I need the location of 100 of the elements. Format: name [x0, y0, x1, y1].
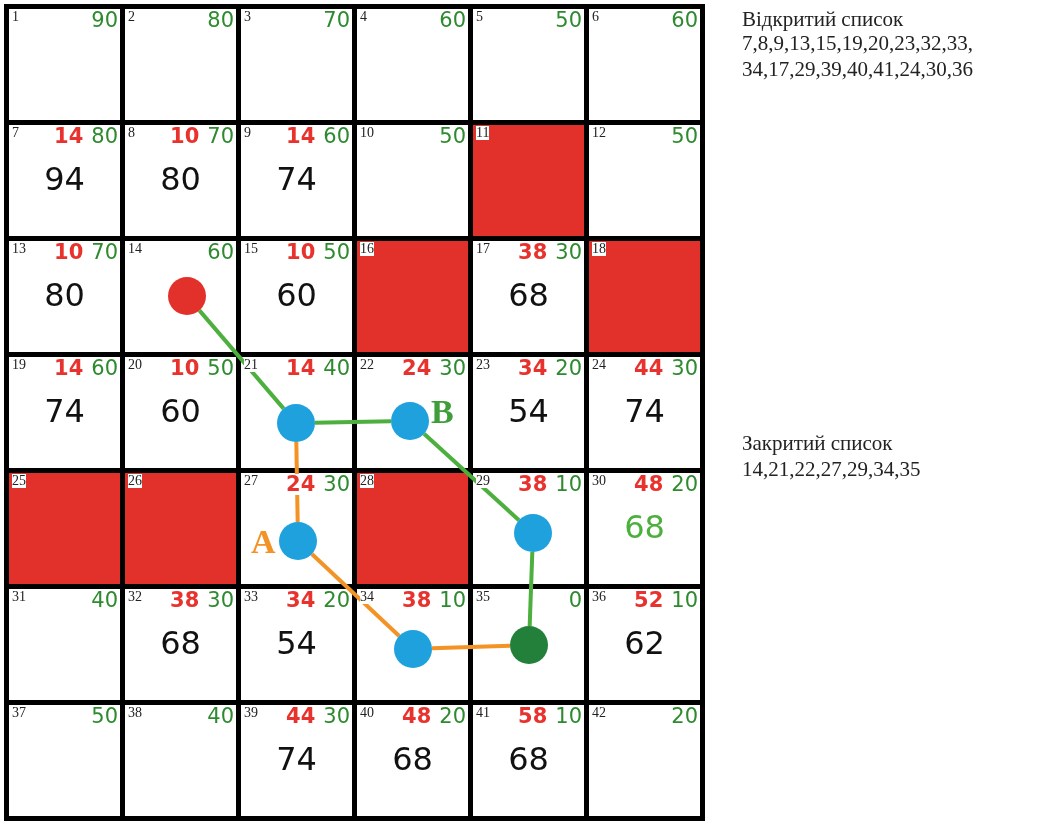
h-cost: 70: [323, 10, 350, 31]
path-segment: [527, 551, 535, 627]
h-cost: 10: [555, 706, 582, 727]
cell-number: 31: [12, 590, 26, 604]
f-cost: 68: [507, 743, 550, 775]
grid-cell: [125, 241, 236, 352]
cell-number: 36: [592, 590, 606, 604]
h-cost: 60: [91, 358, 118, 379]
cell-number: 33: [244, 590, 258, 604]
f-cost: 74: [275, 163, 318, 195]
cell-number: 5: [476, 10, 483, 24]
grid-cell: [9, 125, 120, 236]
cell-number: 27: [244, 474, 258, 488]
cell-number: 28: [360, 474, 374, 488]
f-cost: 74: [275, 743, 318, 775]
cell-number: 40: [360, 706, 374, 720]
h-cost: 60: [323, 126, 350, 147]
cell-number: 13: [12, 242, 26, 256]
grid-cell: [589, 589, 700, 700]
grid-cell: [241, 9, 352, 120]
f-cost: 54: [507, 395, 550, 427]
cell-number: 22: [360, 358, 374, 372]
cell-number: 41: [476, 706, 490, 720]
h-cost: 10: [555, 474, 582, 495]
grid-cell: [9, 357, 120, 468]
f-cost: 68: [507, 279, 550, 311]
f-cost: 94: [43, 163, 86, 195]
list-items: 7,8,9,13,15,19,20,23,32,33, 34,17,29,39,40,41,24,30,36: [742, 31, 974, 82]
h-cost: 60: [207, 242, 234, 263]
path-segment: [422, 432, 521, 522]
cell-number: 11: [476, 126, 490, 140]
grid-cell: [589, 125, 700, 236]
grid-cell: [241, 589, 352, 700]
h-cost: 40: [207, 706, 234, 727]
h-cost: 30: [671, 358, 698, 379]
cell-number: 42: [592, 706, 606, 720]
grid-cell: [241, 473, 352, 584]
cell-number: 32: [128, 590, 142, 604]
h-cost: 90: [91, 10, 118, 31]
cell-number: 39: [244, 706, 258, 720]
blocked-cell: [357, 241, 468, 352]
cell-number: 14: [128, 242, 142, 256]
cell-number: 24: [592, 358, 606, 372]
h-cost: 50: [439, 126, 466, 147]
cell-number: 38: [128, 706, 142, 720]
path-label: A: [251, 525, 276, 559]
f-cost: 60: [159, 395, 202, 427]
grid-cell: [357, 125, 468, 236]
grid-cell: [241, 125, 352, 236]
cell-number: 6: [592, 10, 599, 24]
cell-number: 15: [244, 242, 258, 256]
grid-cell: [241, 357, 352, 468]
grid-cell: [473, 241, 584, 352]
f-cost: 68: [159, 627, 202, 659]
h-cost: 30: [555, 242, 582, 263]
grid-cell: [125, 705, 236, 816]
grid-cell: [357, 9, 468, 120]
h-cost: 60: [671, 10, 698, 31]
blocked-cell: [473, 125, 584, 236]
cell-number: 16: [360, 242, 374, 256]
h-cost: 30: [207, 590, 234, 611]
cell-number: 3: [244, 10, 251, 24]
path-segment: [197, 309, 286, 410]
list-items: 14,21,22,27,29,34,35: [742, 456, 922, 482]
cell-number: 7: [12, 126, 19, 140]
grid-cell: [125, 589, 236, 700]
f-cost: 68: [623, 511, 666, 543]
grid-cell: [473, 473, 584, 584]
cell-number: 20: [128, 358, 142, 372]
f-cost: 60: [275, 279, 318, 311]
cell-number: 21: [244, 358, 258, 372]
f-cost: 80: [159, 163, 202, 195]
grid-cell: [357, 705, 468, 816]
h-cost: 10: [671, 590, 698, 611]
cell-number: 34: [360, 590, 374, 604]
h-cost: 30: [439, 358, 466, 379]
grid-cell: [125, 357, 236, 468]
grid-cell: [9, 589, 120, 700]
f-cost: 74: [623, 395, 666, 427]
list-heading: Закритий список: [742, 430, 894, 456]
h-cost: 10: [439, 590, 466, 611]
grid-cell: [241, 241, 352, 352]
path-segment: [314, 419, 392, 425]
cell-number: 23: [476, 358, 490, 372]
grid-cell: [589, 357, 700, 468]
h-cost: 80: [91, 126, 118, 147]
h-cost: 20: [323, 590, 350, 611]
f-cost: 68: [391, 743, 434, 775]
h-cost: 70: [207, 126, 234, 147]
cell-number: 9: [244, 126, 251, 140]
grid-cell: [9, 241, 120, 352]
grid-cell: [9, 9, 120, 120]
grid-cell: [473, 9, 584, 120]
cell-number: 12: [592, 126, 606, 140]
f-cost: 80: [43, 279, 86, 311]
f-cost: 54: [275, 627, 318, 659]
cell-number: 37: [12, 706, 26, 720]
blocked-cell: [357, 473, 468, 584]
h-cost: 0: [568, 590, 582, 611]
cell-number: 35: [476, 590, 490, 604]
